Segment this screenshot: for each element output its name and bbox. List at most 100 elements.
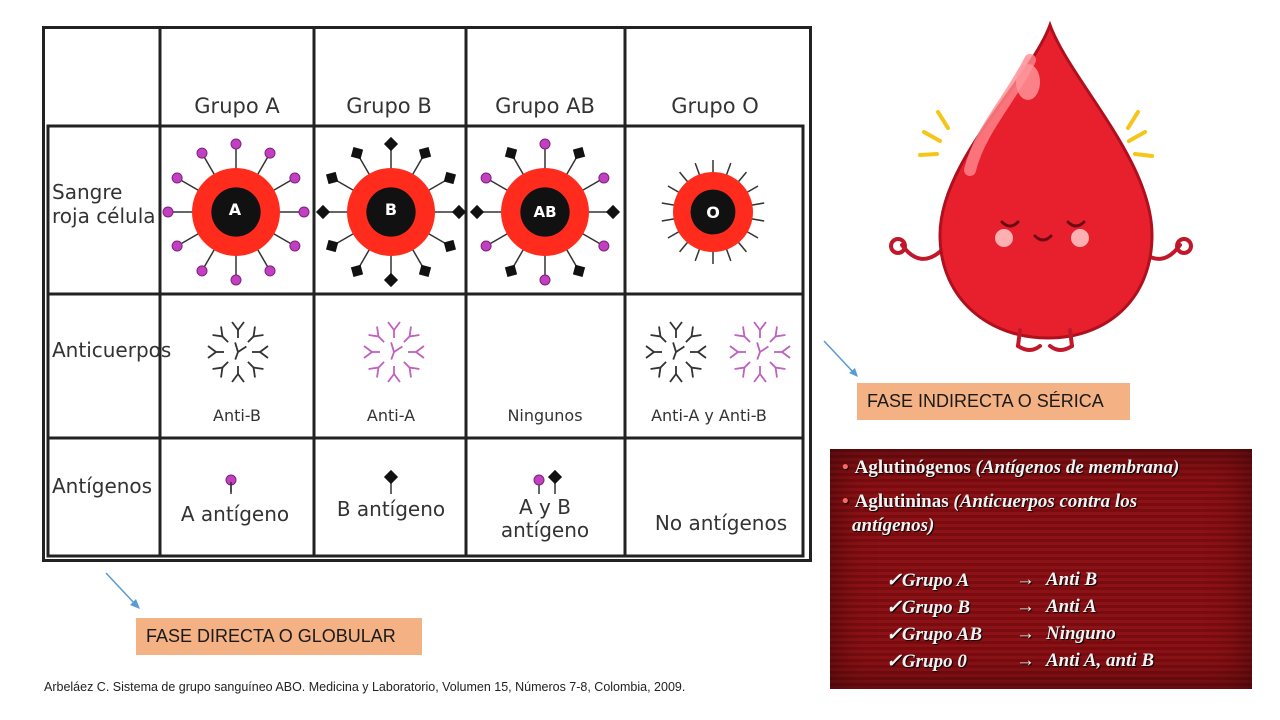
- antibody-icon: [247, 361, 264, 378]
- slide-pair-row: ✓Grupo A → Anti B: [886, 569, 1098, 591]
- antibody-icon: [231, 321, 245, 338]
- cell-nucleus: [690, 189, 736, 235]
- antigen-b-icon: [443, 171, 457, 185]
- antigen-b-icon: [572, 146, 586, 160]
- phase-indirect-label: FASE INDIRECTA O SÉRICA: [857, 383, 1130, 420]
- antibody-icon: [753, 321, 767, 338]
- antigen-a-icon: [289, 172, 301, 184]
- row-label-antibodies: Anticuerpos: [52, 338, 172, 362]
- antibody-icon: [753, 366, 767, 383]
- header-grupo-a: Grupo A: [194, 94, 280, 118]
- slide-bullet-2: •Aglutininas (Anticuerpos contra los: [842, 491, 1138, 512]
- antigen-b-icon: [383, 272, 399, 288]
- antigen-stalk: [679, 171, 690, 184]
- antibody-icon: [212, 326, 229, 343]
- antibody-icon: [729, 345, 746, 359]
- antibody-icon: [247, 326, 264, 343]
- antibody-icon: [769, 361, 786, 378]
- drop-face-icon: [1000, 220, 1086, 242]
- antibody-icon: [669, 321, 683, 338]
- antibody-icon: [403, 361, 420, 378]
- antigen-b-icon: [469, 204, 485, 220]
- blood-drop-character: [889, 20, 1193, 352]
- antigen-a-icon: [230, 274, 242, 286]
- antigen-b-icon: [504, 146, 518, 160]
- antibody-icon: [207, 345, 224, 359]
- antigen-stalk: [661, 202, 676, 207]
- cell-letter-b: B: [384, 200, 398, 219]
- antibody-icon: [231, 366, 245, 383]
- header-grupo-ab: Grupo AB: [495, 94, 595, 118]
- antigen-stalk: [667, 230, 681, 239]
- antibody-icon: [234, 342, 247, 360]
- antigen-label-ab: A y B antígeno: [470, 496, 620, 542]
- red-cells-row: [162, 136, 791, 494]
- antibody-icon: [403, 326, 420, 343]
- table-grid: [42, 26, 812, 562]
- antigen-a-icon: [264, 147, 276, 159]
- antigen-stalk: [661, 217, 676, 222]
- antigen-label-ab-line2: antígeno: [500, 518, 590, 542]
- antibody-icon: [212, 361, 229, 378]
- antigen-a-icon: [539, 138, 551, 150]
- antibody-label-o: Anti-A y Anti-B: [651, 406, 767, 425]
- antigen-a-icon: [230, 138, 242, 150]
- antibody-label-a: Anti-B: [213, 406, 261, 425]
- antibody-icon: [685, 326, 702, 343]
- cell-nucleus: [211, 187, 261, 237]
- antigen-b-icon: [451, 204, 467, 220]
- abo-blood-group-table: Grupo A Grupo B Grupo AB Grupo O Sangre …: [42, 26, 812, 562]
- antibody-icon: [387, 366, 401, 383]
- antigen-stalk: [736, 171, 747, 184]
- antibody-icon: [734, 326, 751, 343]
- cell-letter-ab: AB: [533, 203, 557, 221]
- antigen-a-icon: [480, 172, 492, 184]
- antigen-b-icon: [350, 264, 364, 278]
- antigen-a-icon: [289, 240, 301, 252]
- phase-direct-label: FASE DIRECTA O GLOBULAR: [136, 618, 422, 655]
- antigen-b-icon: [325, 171, 339, 185]
- antigen-a-icon: [196, 265, 208, 277]
- antibody-icon: [252, 345, 269, 359]
- antigen-b-icon: [547, 469, 563, 485]
- antigen-label-a: A antígeno: [180, 502, 290, 526]
- antigen-a-icon: [196, 147, 208, 159]
- antigen-a-icon: [539, 274, 551, 286]
- antigen-a-icon: [162, 206, 174, 218]
- antigen-a-icon: [298, 206, 310, 218]
- slide-pair-row: ✓Grupo 0 → Anti A, anti B: [886, 650, 1155, 672]
- antigen-stalk: [725, 247, 732, 262]
- antibody-label-ab: Ningunos: [507, 406, 583, 425]
- antibody-icon: [363, 345, 380, 359]
- antigen-b-icon: [350, 146, 364, 160]
- antibody-icon: [368, 326, 385, 343]
- antibody-icon: [672, 342, 685, 360]
- slide-pair-row: ✓Grupo AB → Ninguno: [886, 623, 1116, 645]
- antigen-b-icon: [315, 204, 331, 220]
- antigen-stalk: [679, 240, 690, 253]
- antibody-icon: [769, 326, 786, 343]
- antigen-b-icon: [605, 204, 621, 220]
- antibody-icon: [390, 342, 403, 360]
- antigen-b-icon: [383, 469, 399, 485]
- slide-bullet-2-cont: antígenos): [852, 515, 935, 536]
- antigen-stalk: [725, 162, 732, 177]
- row-label-cells-line1: Sangre: [52, 180, 123, 204]
- citation-text: Arbeláez C. Sistema de grupo sanguíneo A…: [44, 680, 686, 694]
- antibody-icon: [690, 345, 707, 359]
- antigen-b-icon: [325, 239, 339, 253]
- row-label-cells-line2: roja célula: [52, 204, 156, 228]
- header-grupo-o: Grupo O: [671, 94, 759, 118]
- antigen-b-icon: [572, 264, 586, 278]
- drop-body-icon: [938, 20, 1154, 340]
- antibody-icon: [387, 321, 401, 338]
- antigen-a-icon: [598, 240, 610, 252]
- antibody-icon: [368, 361, 385, 378]
- antigen-label-b: B antígeno: [336, 497, 446, 521]
- cell-letter-a: A: [228, 200, 242, 219]
- antigen-stalk: [667, 185, 681, 194]
- antigen-stalk: [694, 162, 701, 177]
- antibody-icon: [774, 345, 791, 359]
- antigen-a-icon: [598, 172, 610, 184]
- antigen-stalk: [736, 240, 747, 253]
